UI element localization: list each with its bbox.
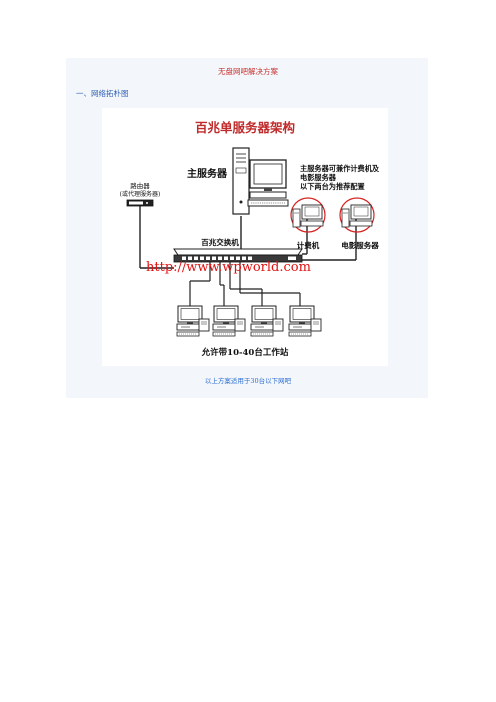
billing-highlight-circle [290, 197, 326, 233]
topology-diagram: 百兆单服务器架构 主服务器 主服务器可兼作计费机及 电影服务器 以下两台为推荐配… [120, 120, 380, 358]
section-heading: 一、网络拓朴图 [76, 89, 129, 98]
movie-server-label: 电影服务器 [341, 240, 379, 250]
billing-label: 计费机 [297, 240, 320, 250]
movie-server-highlight-circle [339, 197, 375, 233]
workstation-icon [212, 305, 246, 337]
workstation-icon [176, 305, 210, 337]
watermark-text: http://www.wpworld.com [146, 260, 311, 275]
figure-caption: 以上方案适用于30台以下网吧 [204, 377, 292, 385]
document-title: 无盘网吧解决方案 [218, 67, 278, 76]
switch-label: 百兆交换机 [201, 237, 239, 247]
billing-pc-icon [292, 204, 324, 228]
router-icon [126, 199, 154, 207]
workstation-icon [250, 305, 284, 337]
note-line-1: 主服务器可兼作计费机及 [300, 164, 380, 173]
note-line-3: 以下两台为推荐配置 [300, 182, 365, 191]
router-label-line-1: 路由器 [130, 181, 150, 190]
diagram-title: 百兆单服务器架构 [195, 120, 295, 135]
switch-icon [173, 248, 303, 263]
workstations-label: 允许带10-40台工作站 [201, 347, 289, 358]
workstation-icon [288, 305, 322, 337]
note-line-2: 电影服务器 [300, 173, 337, 182]
main-server-icon [232, 147, 289, 215]
router-label-line-2: (或代理服务器) [120, 190, 161, 198]
network-topology-figure: 百兆单服务器架构 主服务器 主服务器可兼作计费机及 电影服务器 以下两台为推荐配… [102, 108, 388, 366]
movie-server-icon [341, 204, 373, 228]
main-server-label: 主服务器 [187, 167, 228, 180]
